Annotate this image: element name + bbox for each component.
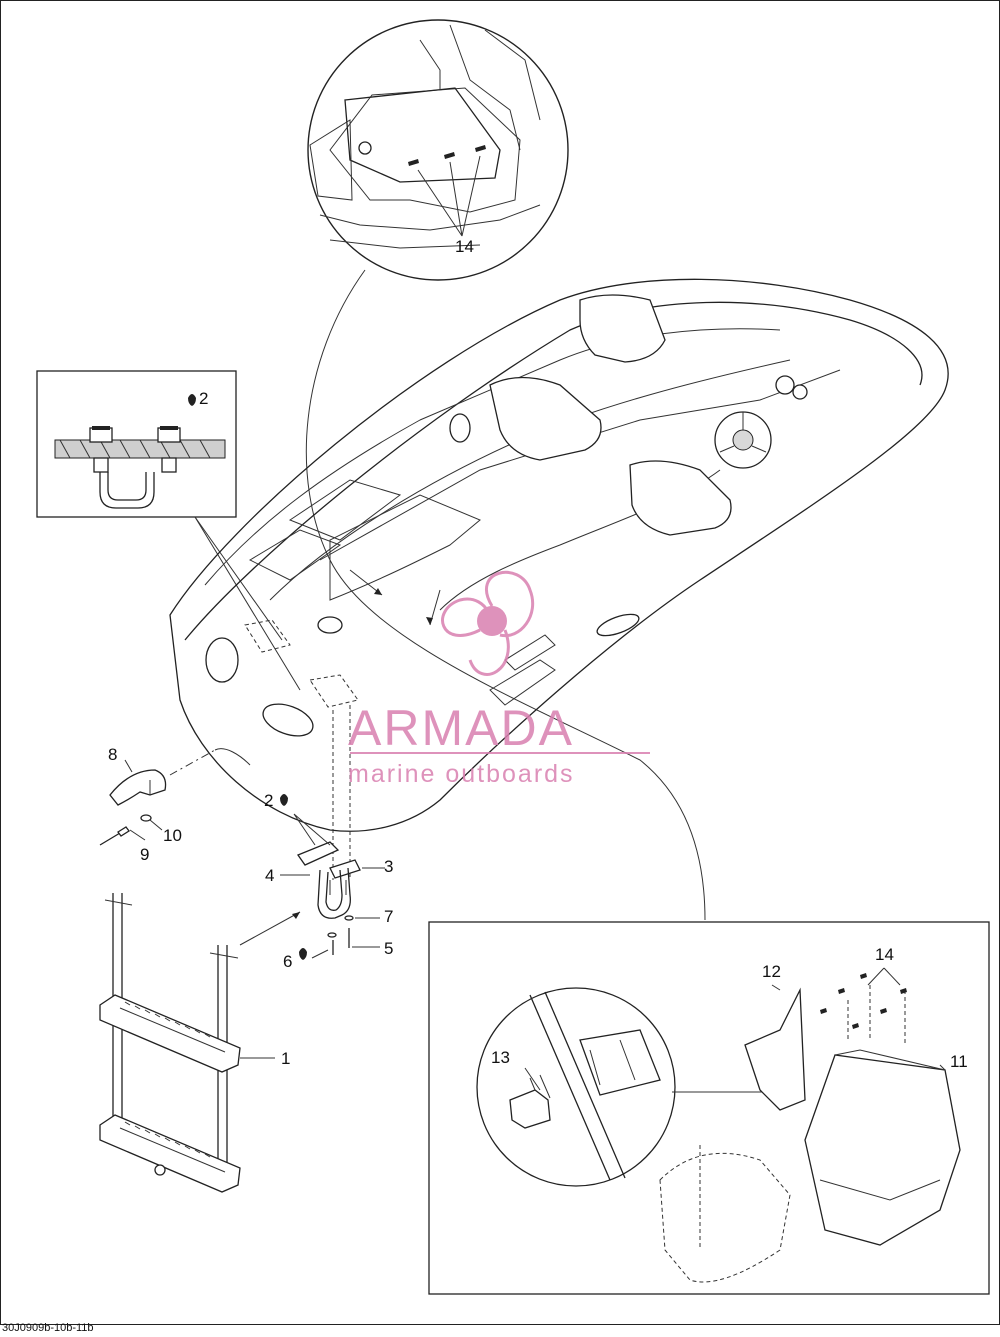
part-screw-9-washer-10: 9 10 [99,814,182,864]
callout-2-inset: 2 [199,389,208,408]
callout-7: 7 [384,907,393,926]
callout-10: 10 [163,826,182,845]
callout-3: 3 [384,857,393,876]
callout-12: 12 [762,962,781,981]
ubolt-detail-box: 2 [36,370,237,518]
part-clip-8: 8 [108,745,167,806]
callout-13: 13 [491,1048,510,1067]
watermark-tagline: marine outboards [348,760,575,788]
callout-14-top: 14 [455,237,474,256]
ubolt-assembly: 2 3 4 7 5 6 [239,791,393,971]
part-ladder-1: 1 [99,893,290,1193]
callout-1: 1 [281,1049,290,1068]
boat-hull [169,278,949,880]
callout-5: 5 [384,939,393,958]
callout-8: 8 [108,745,117,764]
storage-detail-box: 13 12 11 14 [428,921,990,1295]
callout-6: 6 [283,952,292,971]
top-detail-circle: 14 [307,19,569,281]
watermark-logo: ARMADA marine outboards [348,570,650,788]
leader-curve [305,269,706,921]
callout-11: 11 [950,1052,968,1071]
leader-2-a [194,516,283,641]
callout-4: 4 [265,866,274,885]
drawing-reference-number: 30J0909b-10b-11b [2,1322,94,1334]
watermark-brand: ARMADA [348,700,574,756]
callout-9: 9 [140,845,149,864]
leader-2-b [194,516,301,691]
callout-2-bolt: 2 [264,791,273,810]
callout-14-bin: 14 [875,945,894,964]
